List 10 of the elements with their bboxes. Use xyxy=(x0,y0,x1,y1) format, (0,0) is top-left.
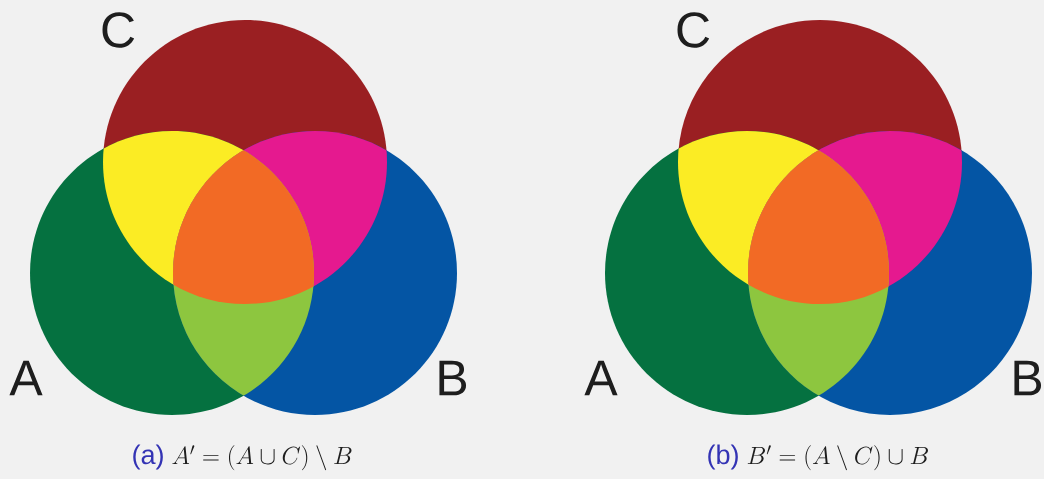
circle-label: B xyxy=(439,360,467,396)
circle-label: A xyxy=(9,360,43,396)
circle-label: C xyxy=(102,12,135,48)
caption-formula: $B' = (A \setminus C) \cup B$ xyxy=(747,445,928,471)
circle-label: B xyxy=(1014,360,1042,396)
circle-label: C xyxy=(677,12,710,48)
caption-formula: $A' = (A \cup C) \setminus B$ xyxy=(172,445,352,471)
caption-tag: (a) xyxy=(133,444,163,470)
circle-label: A xyxy=(584,360,618,396)
caption-tag: (b) xyxy=(708,444,738,470)
